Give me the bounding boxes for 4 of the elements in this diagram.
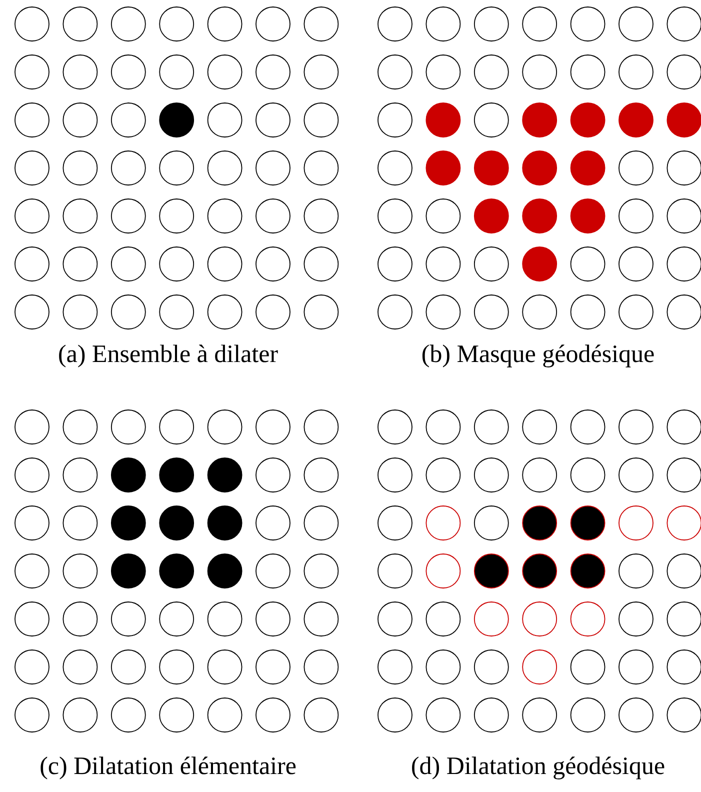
caption: (b) Masque géodésique (422, 344, 654, 368)
caption: (d) Dilatation géodésique (412, 756, 664, 780)
caption: (c) Dilatation élémentaire (40, 756, 296, 780)
caption: (a) Ensemble à dilater (59, 344, 278, 368)
